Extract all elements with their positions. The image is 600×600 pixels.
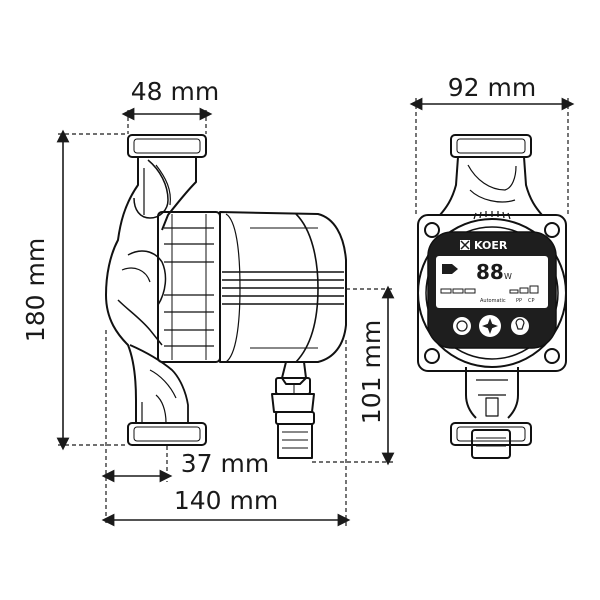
bolt-bottom-right	[544, 348, 560, 364]
display-screen	[436, 256, 548, 308]
brand-logo: KOER	[460, 239, 508, 252]
cable-gland	[277, 423, 313, 459]
display-unit: W	[504, 272, 512, 281]
housing-right-outline	[161, 157, 197, 231]
panel-buttons	[453, 315, 529, 337]
label-140: 140 mm	[174, 486, 278, 515]
label-101: 101 mm	[357, 320, 386, 424]
control-head	[219, 211, 347, 363]
brand-name: KOER	[474, 239, 508, 252]
front-bottom-nut	[471, 429, 511, 459]
front-bottom-flange	[450, 422, 532, 446]
control-panel: KOER 88 W Automatic PP CP	[427, 231, 557, 349]
bolt-top-right	[544, 222, 560, 238]
bolt-bottom-left	[424, 348, 440, 364]
mode-pp: PP	[516, 298, 522, 304]
label-180: 180 mm	[21, 238, 50, 342]
level-bars-left	[440, 288, 476, 294]
play-indicator-icon	[442, 264, 458, 274]
front-view	[417, 134, 567, 459]
top-flange	[127, 134, 207, 158]
mode-cp: CP	[528, 298, 535, 304]
connector-neck	[281, 361, 307, 385]
dimension-labels: 48 mm 180 mm 101 mm 37 mm 140 mm 92 mm	[21, 73, 536, 515]
control-face-ring	[417, 218, 567, 368]
motor-block	[157, 211, 221, 363]
power-button[interactable]	[453, 317, 471, 335]
display-value: 88	[476, 260, 504, 284]
dimension-lines	[56, 97, 575, 527]
level-bars-right	[509, 285, 539, 294]
label-48: 48 mm	[131, 77, 219, 106]
power-icon	[456, 320, 468, 332]
front-top-flange	[450, 134, 532, 158]
bulb-icon	[515, 318, 525, 330]
light-button[interactable]	[511, 317, 529, 335]
fan-icon	[482, 318, 498, 334]
label-37: 37 mm	[181, 449, 269, 478]
bottom-flange	[127, 422, 207, 446]
mode-automatic: Automatic	[480, 298, 506, 304]
housing-left-outline	[105, 157, 139, 423]
bolt-top-left	[424, 222, 440, 238]
side-view	[105, 134, 347, 459]
label-92: 92 mm	[448, 73, 536, 102]
